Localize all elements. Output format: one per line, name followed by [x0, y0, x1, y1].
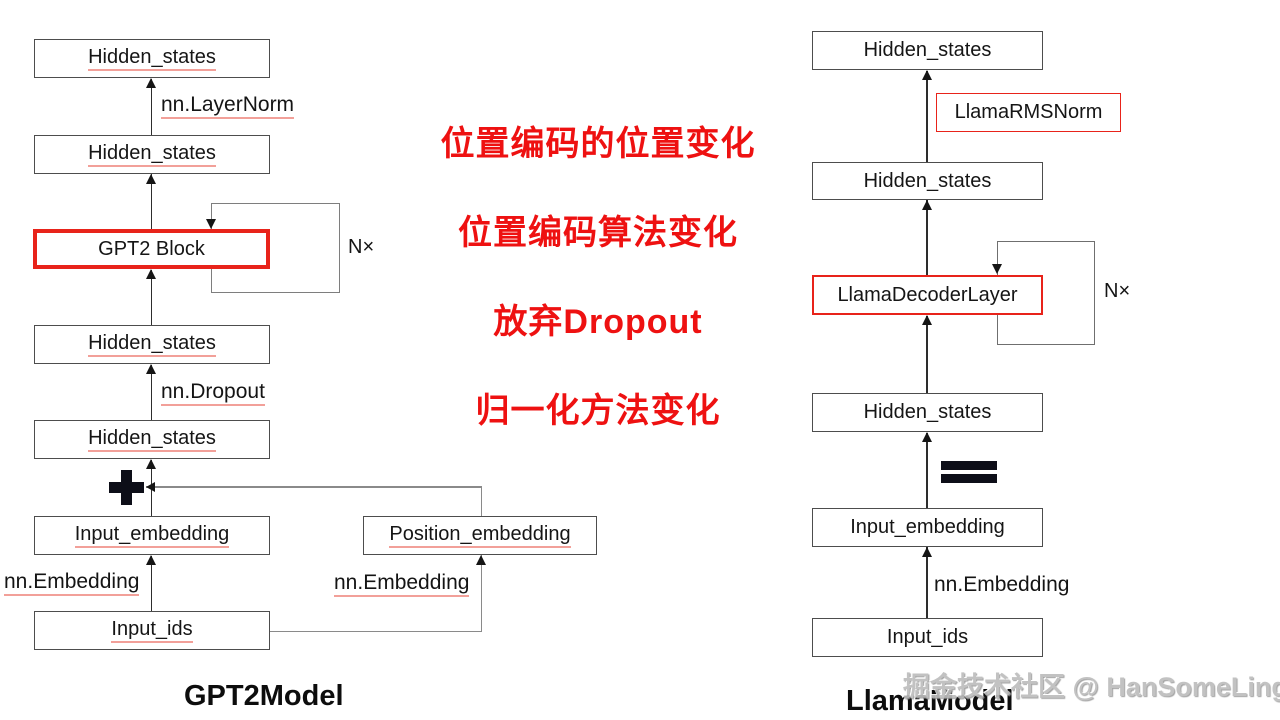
llama-hidden-states-box-2: Hidden_states: [812, 162, 1043, 200]
gpt2-input-ids-box: Input_ids: [34, 611, 270, 650]
flow-line: [150, 556, 153, 611]
arrow-up-icon: [146, 269, 156, 279]
llama-rmsnorm-box: LlamaRMSNorm: [936, 93, 1121, 132]
box-label: Hidden_states: [88, 427, 216, 452]
flow-line: [150, 270, 153, 325]
box-label: Hidden_states: [863, 401, 992, 423]
box-label: GPT2 Block: [98, 237, 205, 260]
arrow-up-icon: [146, 459, 156, 469]
flow-line: [926, 433, 928, 508]
llama-hidden-states-box-1: Hidden_states: [812, 31, 1043, 70]
annotation-line-2: 位置编码算法变化: [458, 214, 738, 252]
annotation-line-1: 位置编码的位置变化: [440, 125, 756, 163]
flow-line: [926, 200, 928, 275]
connector-line: [480, 487, 483, 516]
box-label: Input_embedding: [74, 523, 230, 548]
llama-input-embedding-box: Input_embedding: [812, 508, 1043, 547]
flow-line: [150, 174, 153, 230]
connector-line: [269, 630, 482, 632]
box-label: Position_embedding: [389, 523, 571, 548]
gpt2-loop-count-label: N×: [348, 236, 375, 258]
llama-loop-count-label: N×: [1104, 280, 1131, 302]
box-label: Input_ids: [111, 618, 193, 643]
arrow-up-icon: [146, 364, 156, 374]
box-label: Hidden_states: [863, 169, 992, 192]
box-label: Hidden_states: [88, 332, 216, 357]
box-label: LlamaRMSNorm: [954, 101, 1103, 123]
gpt2-embedding-label-position: nn.Embedding: [334, 571, 470, 598]
box-label: Hidden_states: [88, 46, 216, 71]
arrow-up-icon: [146, 555, 156, 565]
gpt2-input-embedding-box: Input_embedding: [34, 516, 270, 555]
connector-line: [480, 555, 483, 631]
gpt2-hidden-states-box-1: Hidden_states: [34, 39, 270, 78]
arrow-up-icon: [476, 555, 486, 565]
llama-embedding-label: nn.Embedding: [934, 573, 1070, 596]
llama-hidden-states-box-3: Hidden_states: [812, 393, 1043, 432]
arrow-up-icon: [921, 432, 932, 442]
arrow-down-icon: [205, 219, 216, 229]
flow-line: [926, 316, 928, 393]
flow-line: [926, 547, 928, 618]
gpt2-layernorm-label: nn.LayerNorm: [161, 93, 295, 120]
connector-line: [146, 486, 482, 488]
gpt2-hidden-states-box-4: Hidden_states: [34, 420, 270, 459]
arrow-left-icon: [146, 482, 155, 493]
gpt2-hidden-states-box-3: Hidden_states: [34, 325, 270, 364]
box-label: Input_ids: [886, 626, 969, 648]
llama-decoder-layer-box: LlamaDecoderLayer: [812, 275, 1043, 315]
box-label: Hidden_states: [88, 142, 216, 167]
watermark: 掘金技术社区 @ HanSomeLing: [903, 672, 1280, 702]
llama-input-ids-box: Input_ids: [812, 618, 1043, 657]
gpt2-hidden-states-box-2: Hidden_states: [34, 135, 270, 174]
arrow-up-icon: [921, 546, 932, 557]
gpt2-model-title: GPT2Model: [184, 680, 344, 712]
arrow-down-icon: [991, 264, 1002, 274]
flow-line: [150, 79, 153, 135]
llama-model-title: LlamaModel: [846, 685, 1014, 717]
box-label: LlamaDecoderLayer: [837, 283, 1018, 306]
arrow-up-icon: [921, 70, 932, 80]
arrow-up-icon: [146, 78, 156, 88]
arrow-up-icon: [921, 315, 932, 325]
annotation-line-4: 归一化方法变化: [475, 392, 721, 430]
gpt2-position-embedding-box: Position_embedding: [363, 516, 597, 555]
flow-line: [926, 71, 928, 162]
edge-label-text: nn.Embedding: [334, 571, 470, 598]
edge-label-text: nn.Embedding: [4, 570, 140, 597]
box-label: Input_embedding: [850, 516, 1005, 538]
edge-label-text: nn.Dropout: [161, 380, 265, 407]
gpt2-embedding-label-left: nn.Embedding: [4, 570, 140, 597]
flow-line: [150, 365, 153, 420]
edge-label-text: nn.LayerNorm: [161, 93, 295, 120]
box-label: Hidden_states: [863, 39, 992, 61]
gpt2-block-box: GPT2 Block: [33, 229, 270, 269]
arrow-up-icon: [921, 199, 932, 210]
annotation-line-3: 放弃Dropout: [493, 303, 703, 341]
arrow-up-icon: [146, 173, 156, 184]
gpt2-dropout-label: nn.Dropout: [161, 380, 265, 407]
